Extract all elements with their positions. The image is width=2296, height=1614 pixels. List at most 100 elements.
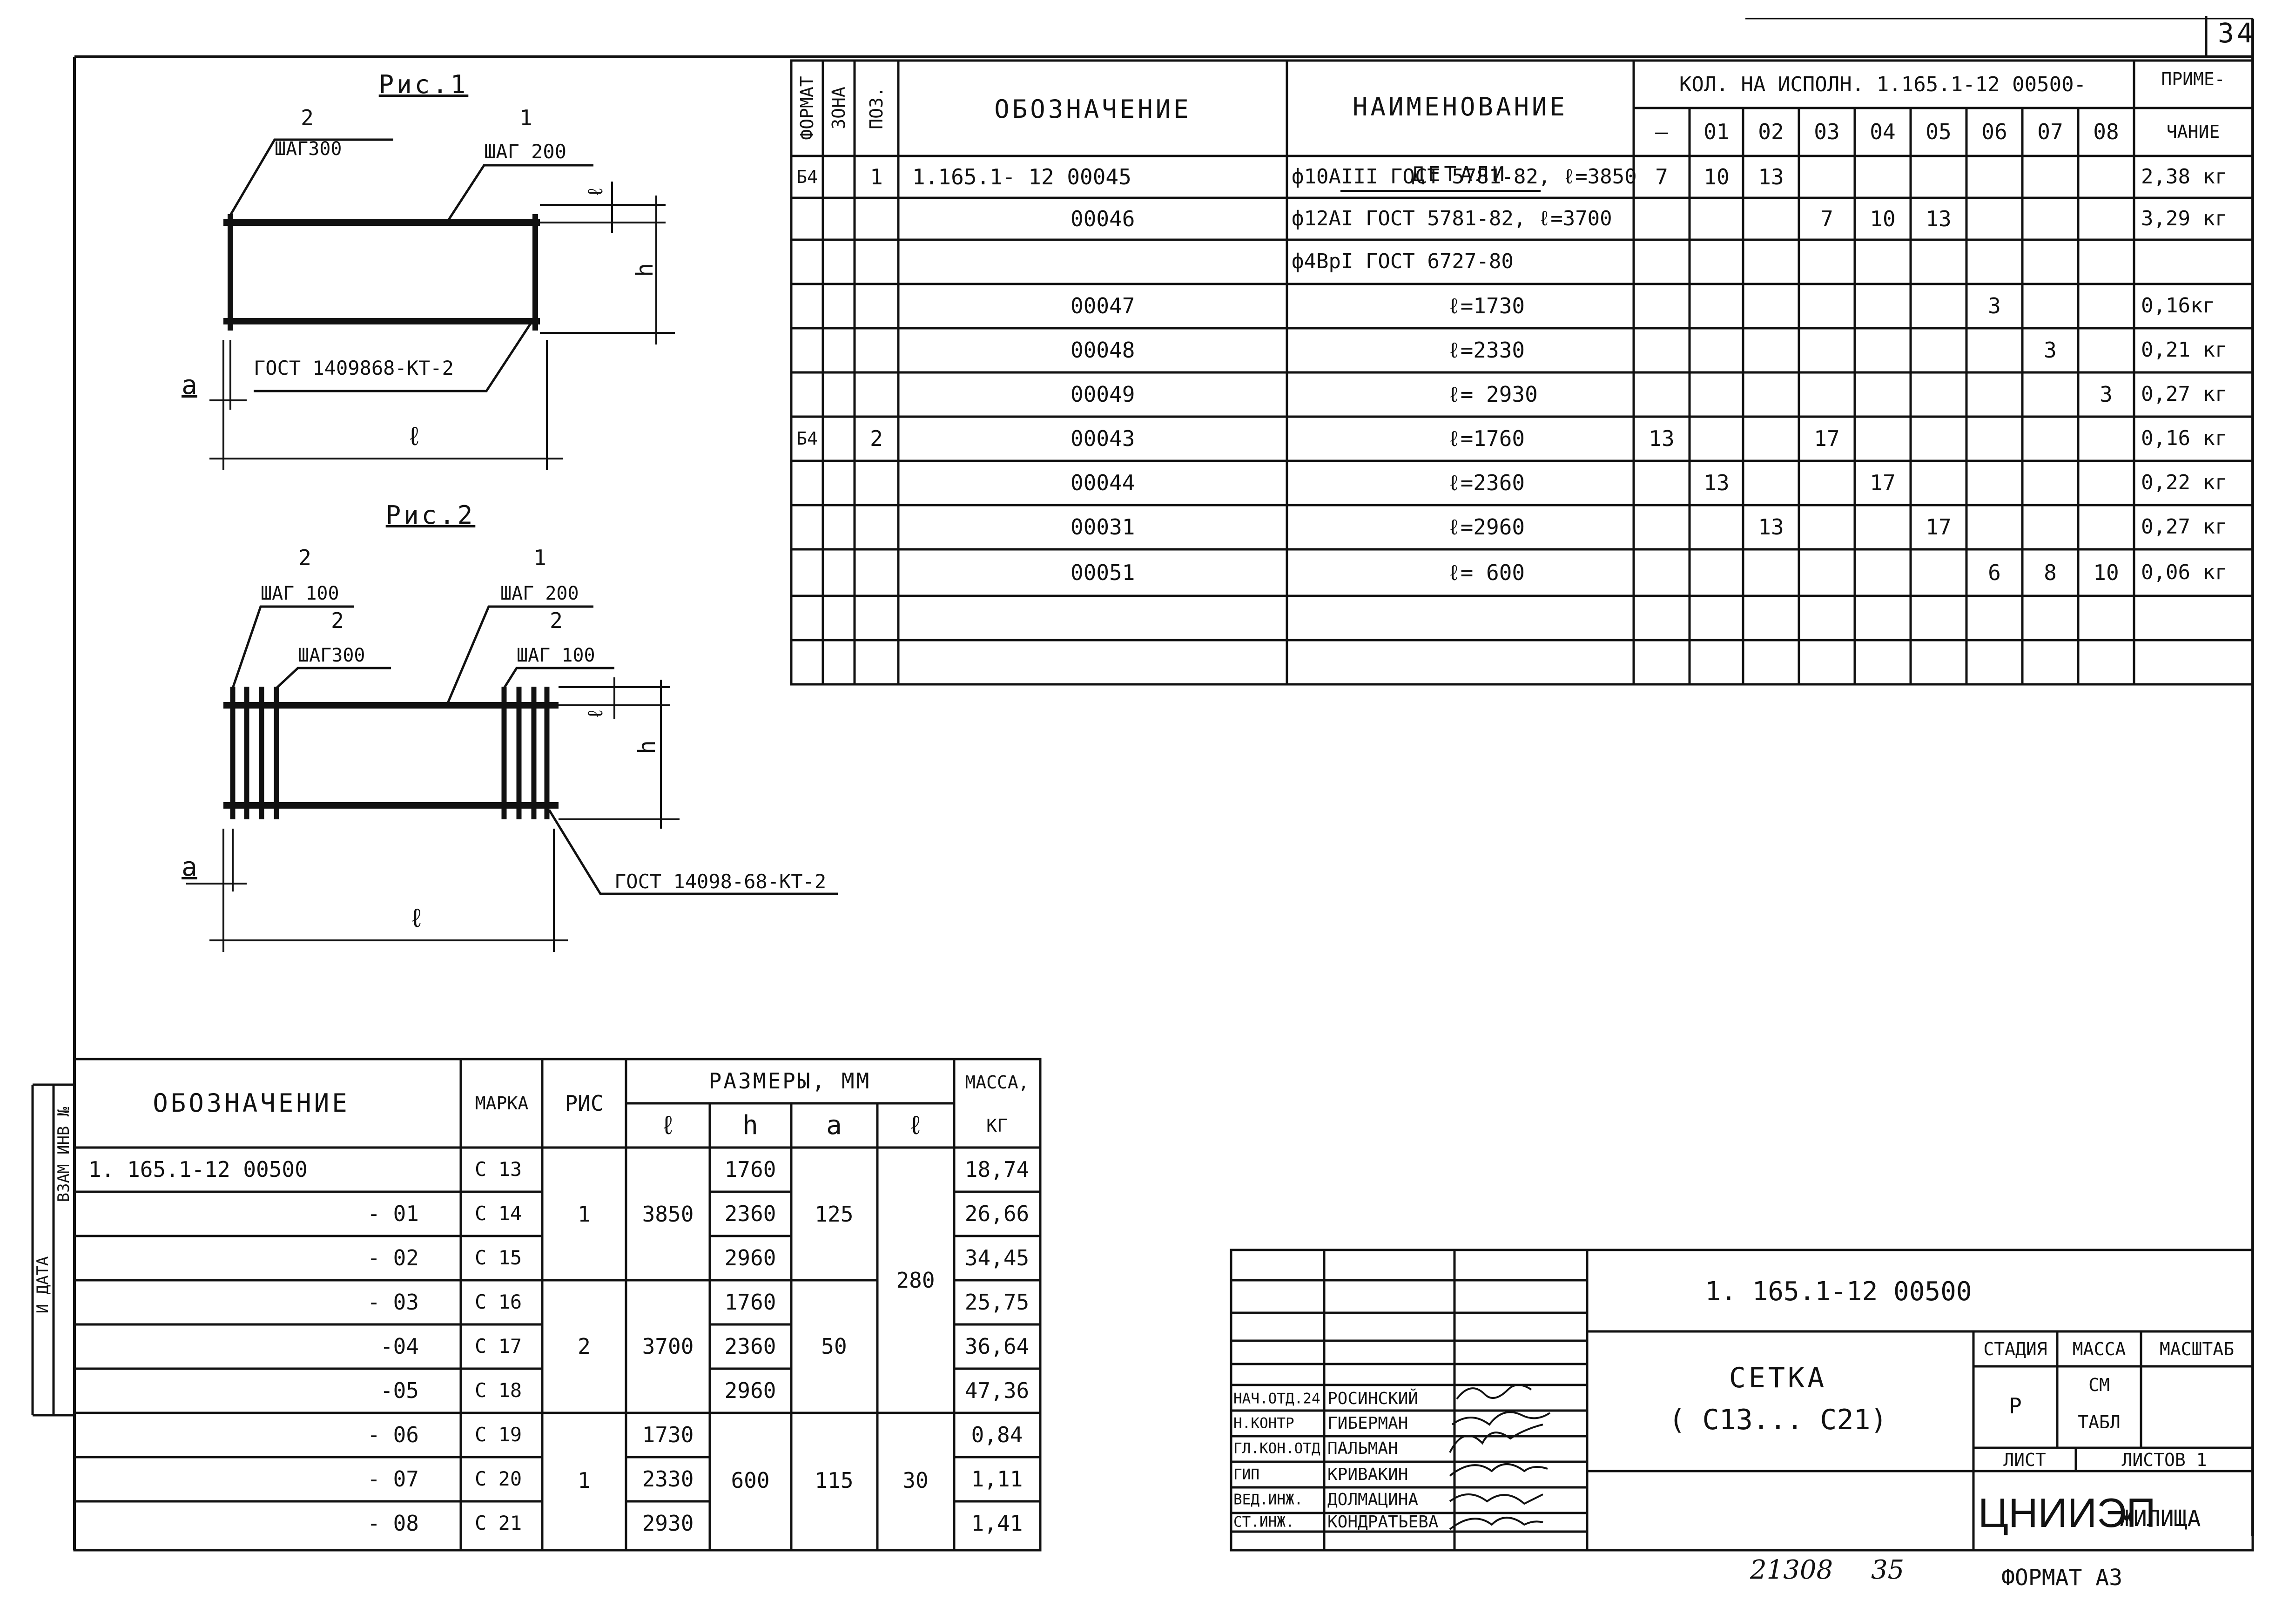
spec-row-designation: 00031 (1071, 514, 1135, 540)
spec-row-designation: 1.165.1- 12 00045 (912, 164, 1131, 189)
title-block-role: НАЧ.ОТД.24 (1233, 1390, 1320, 1407)
title-block-role: Н.КОНТР (1233, 1415, 1294, 1432)
sizes-header-h: h (742, 1110, 758, 1141)
sizes-row-designation: -04 (380, 1334, 419, 1359)
sizes-row-mark: С 17 (475, 1335, 522, 1357)
title-block-person: РОСИНСКИЙ (1327, 1389, 1419, 1408)
sizes-header-designation: Обозначение (153, 1088, 350, 1118)
sizes-group1-l: 3850 (642, 1202, 694, 1227)
spec-row-name: ℓ=2960 (1448, 514, 1525, 540)
spec-row-name: ℓ=2330 (1448, 338, 1525, 363)
sizes-row-designation: - 03 (367, 1290, 419, 1315)
spec-row-qty: 10 (2093, 560, 2119, 585)
figure2-c3-step: ШАГ 200 (500, 583, 579, 604)
title-block-person: ДОЛМАЦИНА (1327, 1490, 1419, 1509)
spec-row-note: 0,27 кг (2141, 382, 2228, 406)
spec-row-note: 2,38 кг (2141, 165, 2228, 189)
sizes-row-h: 1760 (724, 1157, 776, 1182)
figure1-dim-b: ℓ (584, 185, 607, 198)
title-block-sheets-label: ЛИСТОВ 1 (2121, 1450, 2207, 1470)
title-block-name-line1: Сетка (1729, 1362, 1827, 1394)
title-block-mass-1: СМ (2088, 1375, 2110, 1395)
sizes-group3-h: 600 (731, 1468, 770, 1493)
sizes-header-mass-top: МАССА, (965, 1072, 1029, 1093)
title-block-person: ГИБЕРМАН (1327, 1414, 1408, 1433)
spec-variant-header: – (1655, 119, 1668, 144)
figure2-c1-num: 2 (298, 545, 311, 570)
spec-row-note: 0,21 кг (2141, 338, 2228, 362)
title-block-person: ПАЛЬМАН (1327, 1439, 1398, 1458)
sizes-row-mass: 18,74 (964, 1157, 1030, 1182)
title-block-stage: Р (2009, 1393, 2022, 1418)
sizes-group1-a: 125 (815, 1202, 854, 1227)
spec-row-qty: 3 (1988, 293, 2001, 318)
title-block-role: СТ.ИНЖ. (1233, 1513, 1294, 1531)
title-block-scale-label: МАСШТАБ (2159, 1339, 2235, 1359)
figure2-c2-step: ШАГ300 (298, 645, 365, 666)
sizes-row-mark: С 19 (475, 1423, 522, 1446)
sizes-group3-b: 30 (902, 1468, 929, 1493)
sizes-header-mass-bottom: КГ (986, 1115, 1008, 1136)
sizes-row-designation: - 07 (367, 1466, 419, 1492)
footer-page: 35 (1871, 1555, 1905, 1585)
spec-section-title: ДЕТАЛИ (1412, 162, 1508, 186)
spec-header-qty: Кол. на исполн. 1.165.1-12 00500- (1679, 73, 2087, 96)
figure1-dim-a: a (182, 370, 197, 400)
spec-header-note-bottom: ЧАНИЕ (2166, 122, 2220, 142)
sizes-group2-fig: 2 (578, 1334, 591, 1359)
figure1-title: Рис.1 (378, 70, 469, 99)
spec-row-qty: 7 (1655, 164, 1668, 189)
sizes-header-mark: МАРКА (475, 1093, 529, 1114)
spec-row-designation: 00046 (1071, 206, 1135, 231)
spec-row-designation: 00051 (1071, 560, 1135, 585)
spec-row-qty: 17 (1926, 514, 1952, 540)
title-block-sheet-label: ЛИСТ (2003, 1450, 2046, 1470)
spec-row-name: ф10АIII ГОСТ 5781-82, ℓ=3850 (1292, 165, 1637, 189)
title-block-stage-label: СТАДИЯ (1983, 1339, 2047, 1359)
spec-variant-header: 02 (1758, 119, 1784, 144)
spec-row-qty: 13 (1703, 470, 1730, 495)
spec-row-qty: 3 (2100, 382, 2113, 407)
spec-row-name: ф12АI ГОСТ 5781-82, ℓ=3700 (1292, 207, 1612, 230)
spec-row-qty: 10 (1703, 164, 1730, 189)
sizes-row-designation: - 01 (367, 1201, 419, 1226)
title-block-role: ГИП (1233, 1466, 1259, 1483)
sizes-row-l: 2930 (642, 1511, 694, 1536)
sizes-row-h: 2360 (724, 1334, 776, 1359)
sheet-number: 34 (2218, 17, 2256, 49)
figure2-dim-b: ℓ (584, 707, 607, 720)
figure2-c3-num: 1 (533, 545, 546, 570)
title-block-person: КОНДРАТЬЕВА (1327, 1513, 1439, 1532)
spec-row-name: ф4ВрI ГОСТ 6727-80 (1292, 250, 1514, 273)
figure2-dim-a: a (182, 852, 197, 882)
title-block-role: ВЕД.ИНЖ. (1233, 1491, 1303, 1508)
title-block-org-big: ЦНИИЭП (1978, 1490, 2156, 1536)
title-block-person: КРИВАКИН (1327, 1465, 1408, 1484)
title-block-org-small: ЖИЛИЩА (2120, 1506, 2201, 1532)
spec-row-format: Б4 (796, 167, 818, 187)
figure1-callout-left-num: 2 (301, 105, 314, 130)
figure1-callout-right-step: ШАГ 200 (484, 140, 567, 163)
spec-variant-header: 03 (1814, 119, 1840, 144)
sizes-header-fig: РИС (565, 1091, 604, 1116)
spec-row-designation: 00049 (1071, 382, 1135, 407)
sizes-row-h: 2360 (724, 1201, 776, 1226)
spec-row-qty: 6 (1988, 560, 2001, 585)
sizes-row-mark: С 20 (475, 1467, 522, 1490)
spec-row-designation: 00043 (1071, 426, 1135, 451)
spec-row-note: 0,06 кг (2141, 561, 2228, 584)
sizes-row-designation: - 06 (367, 1422, 419, 1447)
spec-row-qty: 7 (1820, 206, 1833, 231)
sizes-row-l: 1730 (642, 1422, 694, 1447)
spec-row-name: ℓ= 600 (1448, 560, 1525, 585)
figure1-weld-note: ГОСТ 1409868-КТ-2 (254, 357, 454, 379)
signatures (1449, 1384, 1551, 1530)
footer-format: ФОРМАТ А3 (2001, 1565, 2123, 1591)
spec-row-note: 0,16кг (2141, 294, 2215, 317)
spec-header-zone: ЗОНА (828, 87, 849, 129)
sizes-header-b: ℓ (908, 1110, 923, 1141)
title-block-role: ГЛ.КОН.ОТД (1233, 1440, 1320, 1457)
sizes-row-designation: - 08 (367, 1511, 419, 1536)
title-block-mass-2: ТАБЛ (2078, 1412, 2121, 1432)
sizes-row-mark: С 16 (475, 1290, 522, 1313)
